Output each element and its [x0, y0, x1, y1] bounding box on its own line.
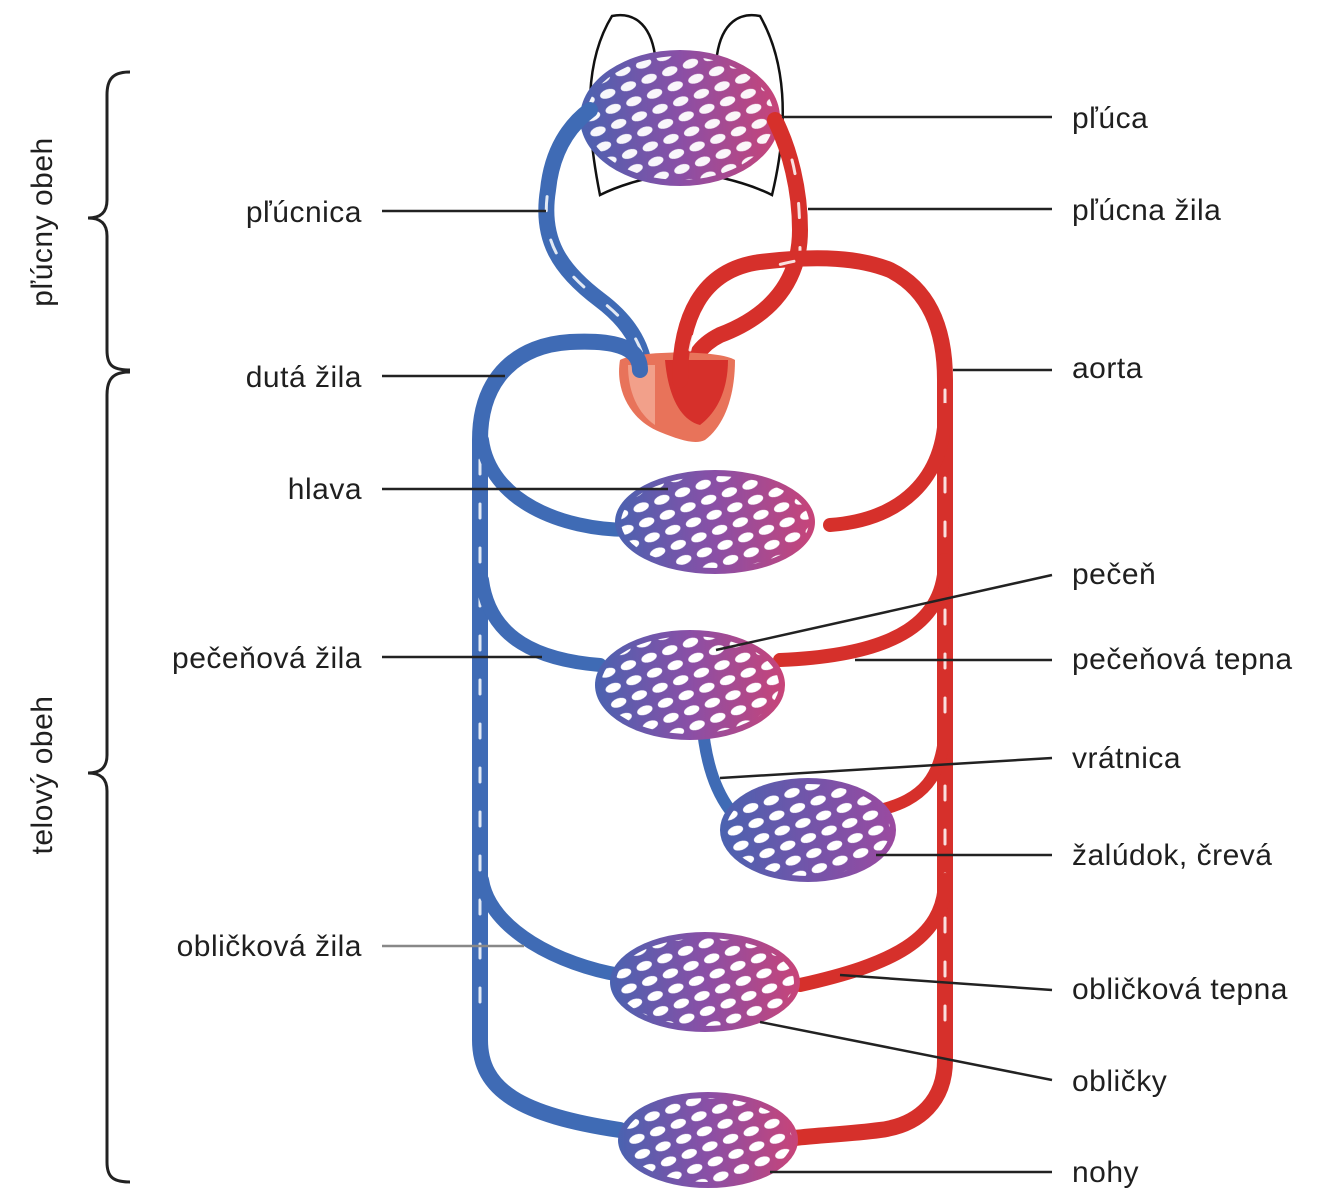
label-portal-vein: vrátnica — [1072, 742, 1181, 775]
pulmonary-group-label: pľúcny obeh — [26, 137, 59, 306]
leg-capillaries — [618, 1092, 798, 1188]
head-vein — [482, 440, 630, 530]
head-capillaries — [615, 470, 815, 574]
label-renal-artery: obličková tepna — [1072, 973, 1288, 1006]
label-aorta: aorta — [1072, 352, 1143, 385]
label-pulmonary-artery: pľúcnica — [246, 196, 362, 229]
label-renal-vein: obličková žila — [177, 930, 362, 963]
lung-capillaries — [580, 50, 780, 186]
label-head: hlava — [288, 473, 362, 506]
label-liver: pečeň — [1072, 558, 1156, 591]
leader-kidneys — [760, 1022, 1052, 1080]
label-legs: nohy — [1072, 1156, 1139, 1189]
systemic-group-label: telový obeh — [26, 696, 59, 855]
systemic-brace — [88, 372, 130, 1182]
label-hepatic-artery: pečeňová tepna — [1072, 643, 1293, 676]
vena-cava-vessel — [480, 342, 640, 1130]
label-kidneys: obličky — [1072, 1065, 1167, 1098]
label-stomach-intestines: žalúdok, črevá — [1072, 839, 1272, 872]
stomach-intestines-capillaries — [720, 778, 896, 882]
label-vena-cava: dutá žila — [246, 361, 362, 394]
leader-portal-vein — [720, 758, 1052, 778]
hepatic-vein-vessel — [482, 580, 600, 665]
kidney-capillaries — [610, 932, 800, 1032]
renal-vein-vessel — [482, 880, 620, 975]
pulmonary-brace — [88, 72, 130, 370]
liver-capillaries — [595, 630, 785, 740]
label-lungs: pľúca — [1072, 102, 1148, 135]
hepatic-artery-vessel — [780, 560, 945, 660]
label-pulmonary-vein: pľúcna žila — [1072, 194, 1221, 227]
renal-artery-vessel — [800, 880, 945, 985]
label-hepatic-vein: pečeňová žila — [172, 642, 362, 675]
head-artery — [830, 410, 945, 525]
